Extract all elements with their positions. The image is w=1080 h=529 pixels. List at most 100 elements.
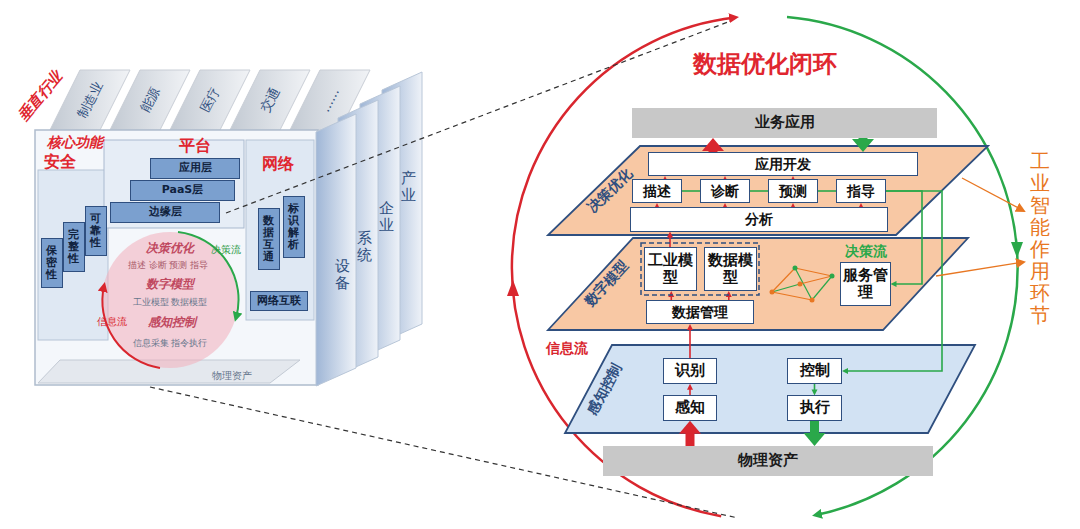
network-graph bbox=[770, 266, 835, 303]
process-box: 工业模型 bbox=[644, 247, 697, 291]
panel-label: 设备 bbox=[335, 258, 350, 291]
flow-arrow bbox=[790, 203, 796, 209]
node-label: 标识解析 bbox=[288, 203, 299, 251]
flow-arrow bbox=[852, 138, 874, 152]
flow-arrow bbox=[812, 384, 818, 396]
node-label: 工业模型 bbox=[647, 252, 694, 287]
flow-arrow bbox=[722, 176, 728, 182]
callout-arrow bbox=[936, 262, 1024, 276]
text-label: 决策流 bbox=[211, 244, 241, 256]
security-box: 可靠性 bbox=[85, 206, 107, 256]
text-label: 物理资产 bbox=[212, 370, 252, 382]
flow-arrow bbox=[682, 191, 700, 192]
flow-arrow bbox=[654, 203, 660, 209]
text-label: 描述 诊断 预测 指导 bbox=[128, 260, 209, 271]
text-label: ...... bbox=[317, 85, 342, 114]
security-box: 完整性 bbox=[63, 222, 85, 272]
text-label: 信息流 bbox=[546, 340, 588, 357]
node-label: 诊断 bbox=[711, 183, 739, 199]
framework-cube bbox=[35, 130, 318, 385]
plane-shape bbox=[565, 345, 975, 433]
layer-box: 边缘层 bbox=[110, 202, 220, 223]
text-label: 网络 bbox=[262, 154, 294, 173]
node-label: 可靠性 bbox=[90, 213, 101, 249]
node-label: 业务应用 bbox=[755, 114, 815, 131]
layer-box: PaaS层 bbox=[130, 180, 235, 201]
zoom-line bbox=[150, 387, 738, 518]
text-label: 工业模型 数据模型 bbox=[133, 297, 208, 308]
text-label: 信息采集 指令执行 bbox=[133, 338, 208, 349]
flow-arrow bbox=[804, 421, 826, 446]
node-label: 预测 bbox=[779, 183, 807, 199]
zoom-line bbox=[226, 22, 728, 213]
flow-arrow bbox=[818, 191, 836, 192]
text-label: 垂直行业 bbox=[14, 67, 66, 125]
process-box: 分析 bbox=[630, 207, 888, 231]
node-label: 数据模型 bbox=[707, 252, 754, 287]
node-label: 描述 bbox=[643, 183, 671, 199]
network-box: 数据互通 bbox=[258, 208, 280, 270]
grey-band: 物理资产 bbox=[603, 446, 933, 476]
node-label: PaaS层 bbox=[162, 184, 204, 197]
flow-arrow bbox=[662, 176, 668, 182]
level-panel: 设备 bbox=[316, 114, 356, 386]
security-box: 保密性 bbox=[41, 238, 63, 288]
text-label: 决策流 bbox=[845, 243, 887, 260]
panel-shape bbox=[316, 114, 356, 386]
process-box: 识别 bbox=[663, 358, 717, 383]
flow-arrow bbox=[687, 324, 693, 358]
process-box: 描述 bbox=[632, 179, 682, 203]
flow-arrow bbox=[858, 203, 864, 209]
node-label: 服务管理 bbox=[843, 267, 888, 302]
text-label: 信息流 bbox=[97, 316, 127, 328]
text-label: 核心功能 bbox=[47, 134, 103, 151]
process-box: 预测 bbox=[768, 179, 818, 203]
node-label: 识别 bbox=[675, 362, 705, 379]
flow-arrow bbox=[886, 191, 922, 287]
layer-box: 应用层 bbox=[150, 158, 240, 179]
panel-label: 企业 bbox=[379, 200, 394, 233]
node-label: 完整性 bbox=[68, 229, 79, 265]
network-box: 网络互联 bbox=[250, 291, 308, 312]
flow-arrow bbox=[722, 203, 728, 209]
callout-arrow bbox=[962, 178, 1024, 211]
text-label: 决策优化 bbox=[146, 241, 194, 255]
text-label: 平台 bbox=[179, 136, 211, 155]
process-box: 服务管理 bbox=[840, 262, 891, 306]
process-box: 应用开发 bbox=[648, 152, 918, 176]
text-label: 医疗 bbox=[197, 85, 223, 115]
node-label: 保密性 bbox=[46, 245, 57, 281]
process-box: 执行 bbox=[787, 395, 842, 420]
node-label: 网络互联 bbox=[257, 295, 301, 308]
node-label: 物理资产 bbox=[738, 452, 798, 469]
flow-arrow bbox=[790, 176, 796, 182]
flow-arrow bbox=[842, 191, 942, 374]
node-label: 数据管理 bbox=[672, 304, 728, 320]
flow-arrow bbox=[750, 191, 768, 192]
node-label: 应用开发 bbox=[755, 156, 811, 172]
flow-arrow bbox=[679, 421, 701, 446]
text-label: 制造业 bbox=[74, 79, 106, 121]
text-label: 数字模型 bbox=[146, 277, 194, 291]
node-label: 应用层 bbox=[179, 162, 212, 175]
node-label: 执行 bbox=[800, 399, 830, 416]
process-box: 诊断 bbox=[700, 179, 750, 203]
industry-fins bbox=[50, 70, 370, 130]
node-label: 分析 bbox=[745, 211, 773, 227]
text-label: 感知控制 bbox=[148, 315, 196, 329]
text-label: 能源 bbox=[137, 85, 163, 115]
panel-label: 系统 bbox=[357, 230, 372, 263]
text-label: 交通 bbox=[257, 85, 283, 115]
process-box: 数据模型 bbox=[704, 247, 757, 291]
text-label: 安全 bbox=[44, 152, 76, 171]
model-group-outline bbox=[641, 243, 759, 295]
node-label: 边缘层 bbox=[149, 206, 182, 219]
layer-plane: 感知控制识别感知控制执行 bbox=[565, 345, 975, 433]
flow-arrow bbox=[702, 138, 724, 152]
grey-band: 业务应用 bbox=[632, 108, 937, 138]
node-label: 感知 bbox=[675, 399, 705, 416]
loop-circle bbox=[507, 17, 1023, 516]
process-box: 感知 bbox=[663, 395, 717, 420]
flow-arrow bbox=[687, 384, 693, 396]
network-box: 标识解析 bbox=[283, 196, 305, 258]
